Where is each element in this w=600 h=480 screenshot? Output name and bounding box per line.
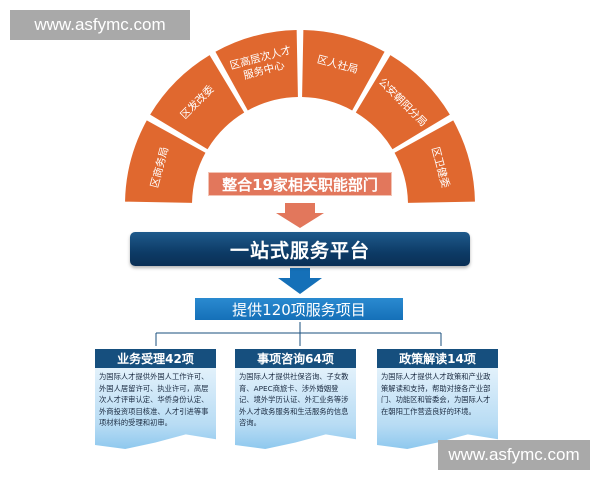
department-segment [302, 30, 385, 111]
card-title: 政策解读14项 [377, 349, 498, 368]
connector-lines [155, 322, 442, 346]
department-segment [355, 55, 450, 150]
department-segment [215, 30, 298, 111]
card-title: 业务受理42项 [95, 349, 216, 368]
integrate-banner: 整合19家相关职能部门 [208, 172, 392, 196]
service-items-box: 提供120项服务项目 [195, 298, 403, 320]
arrow-down-blue-icon [278, 268, 322, 294]
department-segment [150, 55, 245, 150]
platform-bar: 一站式服务平台 [130, 232, 470, 266]
department-segment [125, 120, 206, 203]
card-body: 为国际人才提供外国人工作许可、外国人居留许可、执业许可，高层次人才评审认定、华侨… [95, 368, 216, 449]
card-consult: 事项咨询64项 为国际人才提供社保咨询、子女教育、APEC商旅卡、涉外婚姻登记、… [235, 349, 356, 449]
department-segment [394, 120, 475, 203]
card-policy: 政策解读14项 为国际人才提供人才政策和产业政策解读和支持，帮助对接各产业部门、… [377, 349, 498, 449]
watermark-top: www.asfymc.com [10, 10, 190, 40]
card-title: 事项咨询64项 [235, 349, 356, 368]
card-business: 业务受理42项 为国际人才提供外国人工作许可、外国人居留许可、执业许可，高层次人… [95, 349, 216, 449]
watermark-bottom: www.asfymc.com [438, 440, 590, 470]
card-body: 为国际人才提供社保咨询、子女教育、APEC商旅卡、涉外婚姻登记、境外学历认证、外… [235, 368, 356, 449]
card-body: 为国际人才提供人才政策和产业政策解读和支持，帮助对接各产业部门、功能区和管委会，… [377, 368, 498, 449]
arrow-down-orange-icon [276, 203, 324, 228]
